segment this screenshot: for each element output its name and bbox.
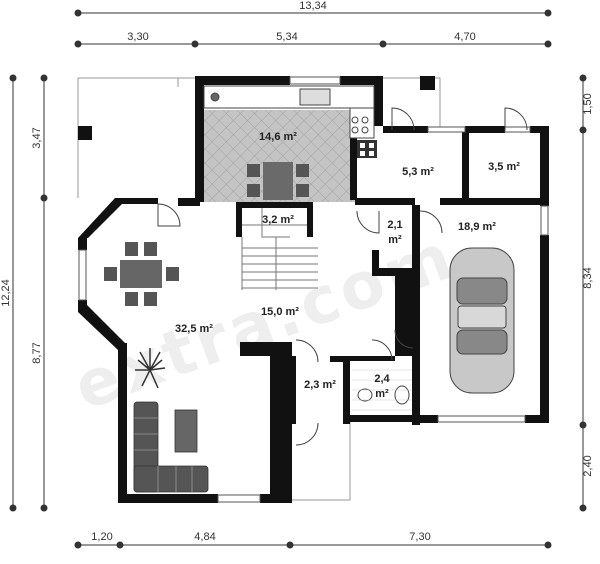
area-utility: 5,3 m²: [402, 166, 434, 178]
kitchen-counter: [203, 85, 375, 139]
area-hall: 15,0 m²: [261, 306, 299, 318]
dim-left-seg-1: 3,47: [31, 127, 43, 148]
dim-right-seg-2: 8,34: [582, 267, 594, 288]
staircase: [241, 208, 318, 290]
room-labels: 14,6 m² 5,3 m² 3,5 m² 3,2 m² 2,1 m² 18,9…: [175, 131, 520, 400]
walls: [78, 76, 549, 503]
dim-bottom-seg-1: 1,20: [91, 531, 112, 543]
area-stair-storage: 3,2 m²: [262, 214, 294, 226]
area-living: 32,5 m²: [175, 323, 213, 335]
dim-left-seg-2: 8,77: [31, 342, 43, 363]
living-dining-table: [104, 242, 179, 306]
windows: [78, 76, 549, 503]
dim-bottom-seg-3: 7,30: [409, 531, 430, 543]
area-kitchen: 14,6 m²: [259, 131, 297, 143]
area-corridor-unit: m²: [388, 234, 402, 246]
dimension-lines: [9, 9, 587, 549]
sofa: [133, 401, 209, 493]
dimension-labels: 13,34 3,30 5,34 4,70 1,20 4,84 7,30 12,2…: [0, 0, 594, 543]
area-wc: 2,4: [374, 373, 390, 385]
dim-top-seg-1: 3,30: [127, 31, 148, 43]
wc-fixtures: [357, 385, 410, 405]
dim-top-seg-2: 5,34: [276, 31, 297, 43]
dim-right-seg-3: 2,40: [582, 455, 594, 476]
area-garage: 18,9 m²: [458, 221, 496, 233]
area-entry: 2,3 m²: [304, 379, 336, 391]
car-icon: [449, 247, 515, 394]
dim-left-total: 12,24: [0, 279, 12, 307]
area-boiler: 3,5 m²: [488, 161, 520, 173]
kitchen-dining-table: [247, 162, 309, 200]
doors: [157, 107, 528, 446]
kitchen-appliances: [357, 140, 377, 158]
area-corridor: 2,1: [387, 219, 402, 231]
plant-icon: [135, 348, 166, 389]
dim-right-seg-1: 1,50: [582, 93, 594, 114]
dim-top-total: 13,34: [299, 0, 327, 12]
dim-bottom-seg-2: 4,84: [194, 531, 215, 543]
dim-top-seg-3: 4,70: [454, 31, 475, 43]
wc-floor-pattern: [352, 369, 412, 411]
area-wc-unit: m²: [375, 388, 389, 400]
